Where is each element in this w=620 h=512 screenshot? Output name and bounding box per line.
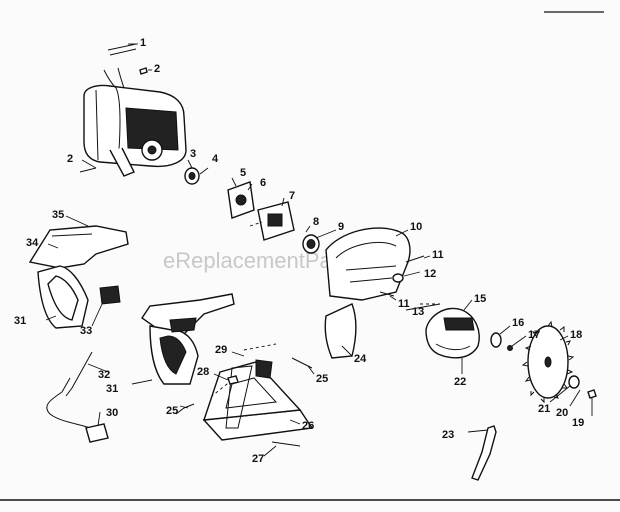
label-31-left: 31 <box>14 315 26 327</box>
label-17: 17 <box>528 329 540 341</box>
part-small-washer <box>507 345 513 351</box>
part-arbor-hardware <box>568 375 597 399</box>
part-lower-guard <box>324 303 357 359</box>
label-32: 32 <box>98 369 110 381</box>
label-16: 16 <box>512 317 524 329</box>
part-guard-screws <box>379 255 440 305</box>
part-base-plate <box>202 343 314 441</box>
part-bearing <box>184 167 200 185</box>
label-34: 34 <box>26 237 39 249</box>
label-21: 21 <box>538 403 550 415</box>
label-12: 12 <box>424 268 436 280</box>
part-upper-guard <box>325 227 411 301</box>
label-23: 23 <box>442 429 454 441</box>
label-5: 5 <box>240 167 246 179</box>
label-10: 10 <box>410 221 422 233</box>
part-washer <box>302 234 320 254</box>
label-6: 6 <box>260 177 266 189</box>
label-4: 4 <box>212 153 219 165</box>
label-30: 30 <box>106 407 118 419</box>
part-motor-housing <box>83 67 187 177</box>
part-saw-blade <box>521 320 575 404</box>
label-15: 15 <box>474 293 486 305</box>
label-13: 13 <box>412 306 424 318</box>
label-28: 28 <box>197 366 209 378</box>
label-27: 27 <box>252 453 264 465</box>
part-brush-screw <box>107 43 148 75</box>
label-33: 33 <box>80 325 92 337</box>
part-screw <box>79 167 97 173</box>
label-8: 8 <box>313 216 319 228</box>
label-9: 9 <box>338 221 344 233</box>
part-switch-cord <box>46 351 93 429</box>
label-1: 1 <box>140 37 146 49</box>
label-7: 7 <box>289 190 295 202</box>
label-29: 29 <box>215 344 227 356</box>
label-26: 26 <box>302 420 314 432</box>
label-25-right: 25 <box>316 373 328 385</box>
label-11-top: 11 <box>432 249 444 261</box>
label-2-top: 2 <box>154 63 160 75</box>
leader-lines <box>45 43 593 457</box>
label-11-lower: 11 <box>398 298 410 310</box>
label-20: 20 <box>556 407 568 419</box>
part-knob <box>227 375 239 385</box>
label-22: 22 <box>454 376 466 388</box>
part-blade-wrench <box>471 425 497 481</box>
part-screw-27 <box>271 441 301 447</box>
part-cord-clamp <box>85 423 109 443</box>
part-number-labels: 1 2 2 3 4 5 6 7 8 9 10 11 12 11 13 15 16… <box>14 37 584 465</box>
part-retaining-ring <box>490 332 502 348</box>
part-gear-case <box>249 201 295 241</box>
label-3: 3 <box>190 148 196 160</box>
part-handle-upper <box>28 225 129 329</box>
part-plate <box>227 181 255 219</box>
part-handle-middle <box>141 293 235 385</box>
label-25-left: 25 <box>166 405 178 417</box>
label-35: 35 <box>52 209 64 221</box>
part-lower-blade-guard <box>425 307 480 359</box>
label-24: 24 <box>354 353 367 365</box>
label-31-middle: 31 <box>106 383 118 395</box>
label-18: 18 <box>570 329 582 341</box>
label-19: 19 <box>572 417 584 429</box>
label-2-left: 2 <box>67 153 73 165</box>
